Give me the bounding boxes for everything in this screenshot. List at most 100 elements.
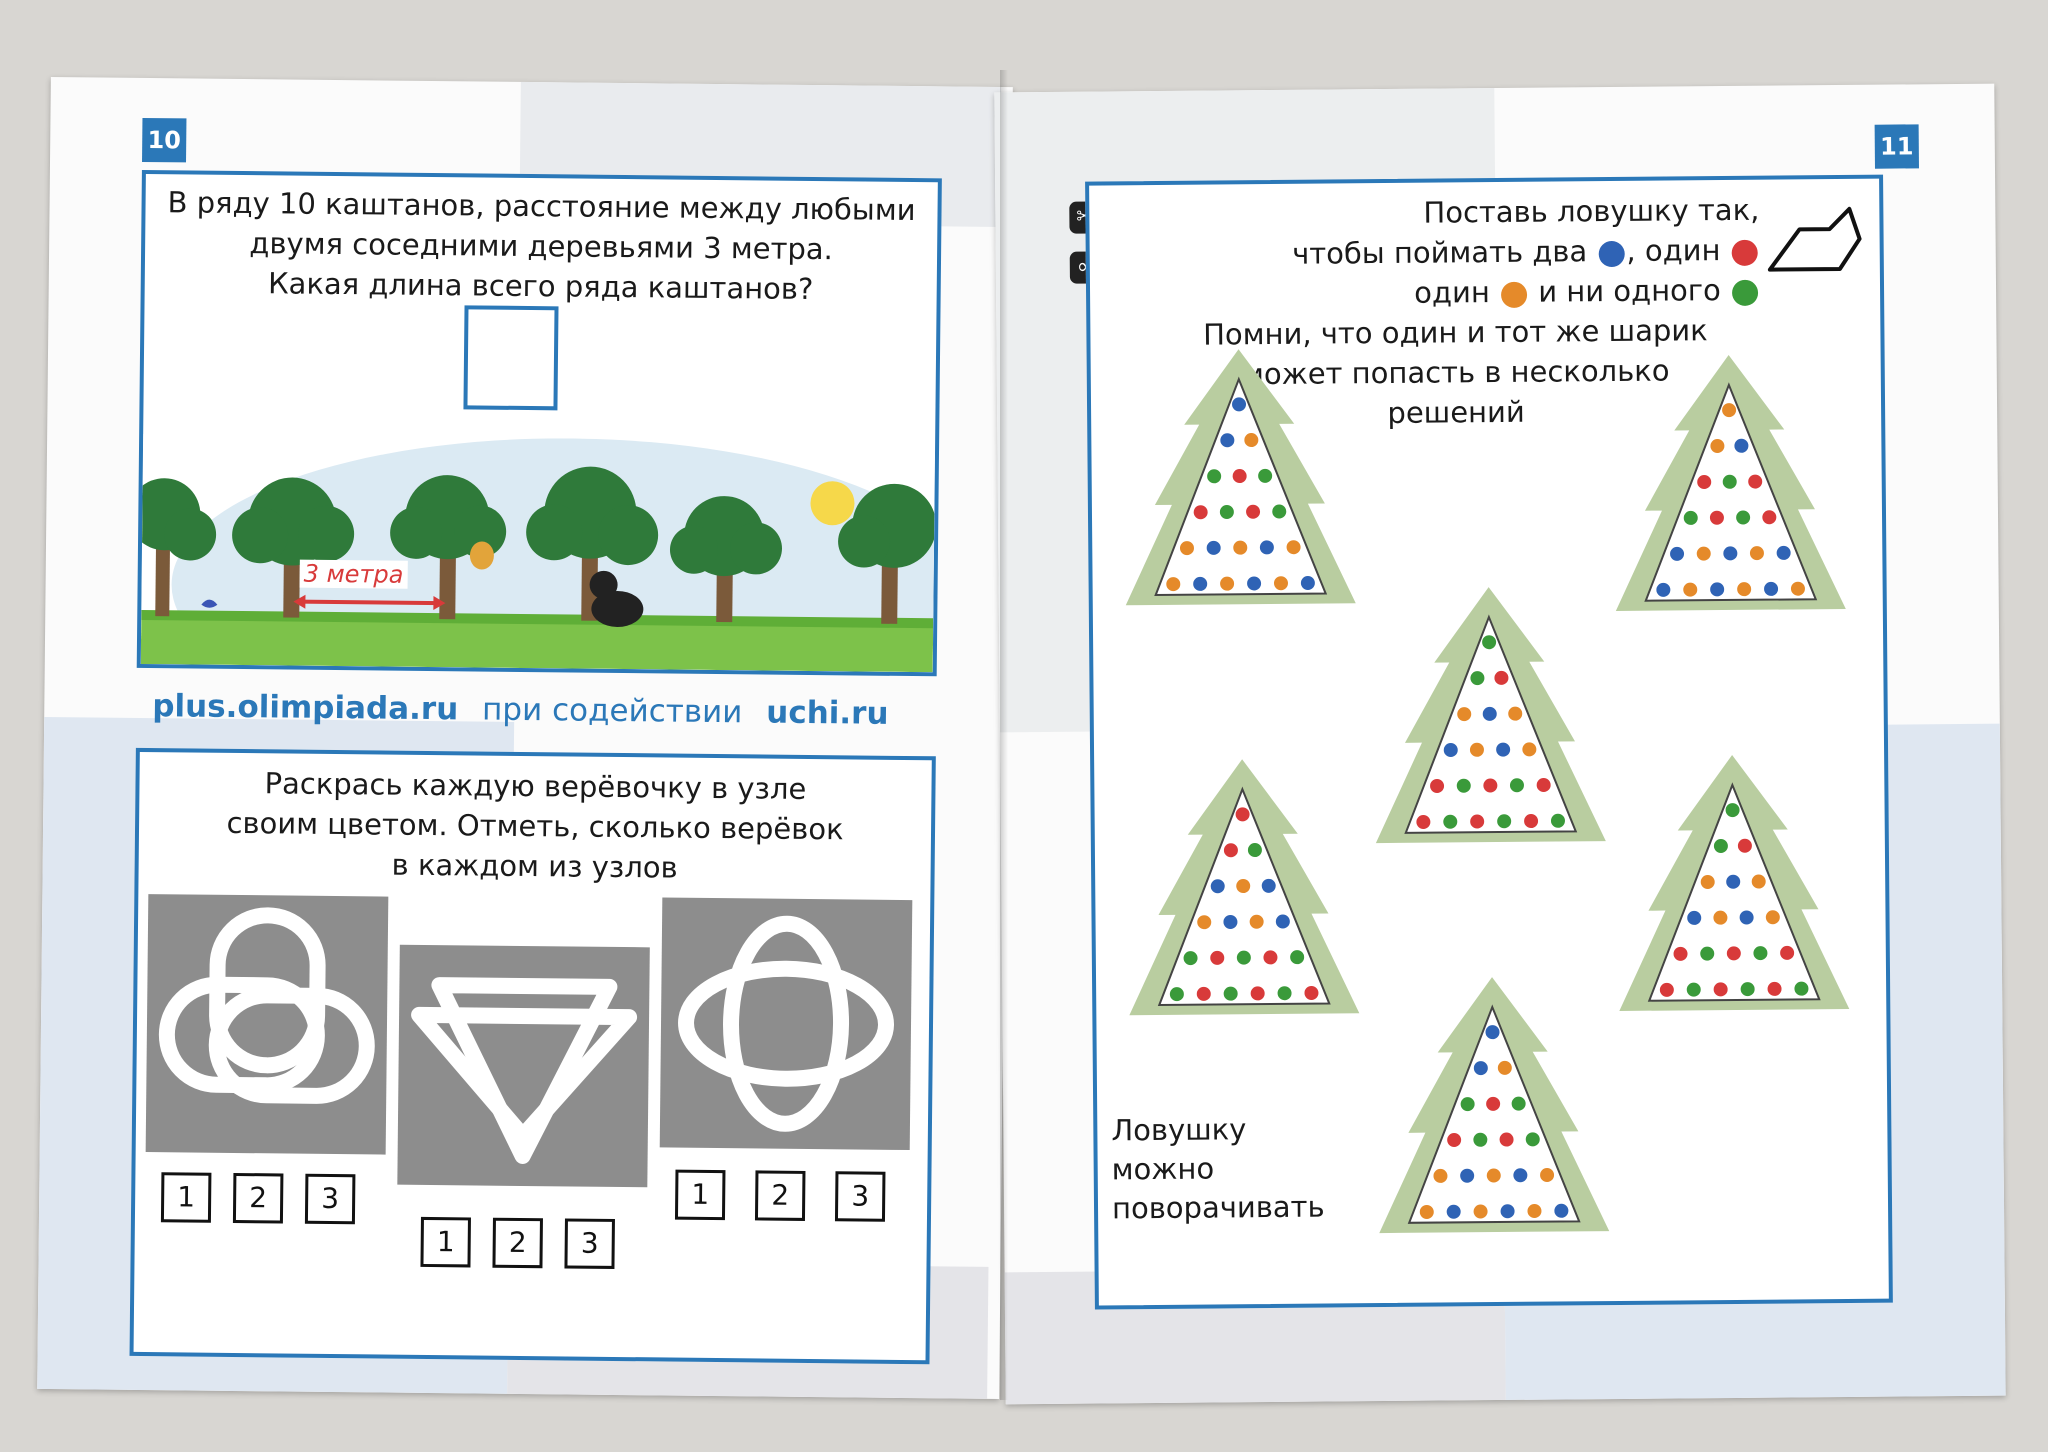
ornament-ball [1246,504,1261,519]
tree-layer [1089,179,1879,1234]
ornament-ball [1169,987,1184,1002]
instruction-fragment: и ни одного [1538,273,1721,309]
note-line: можно [1111,1151,1215,1187]
ornament-ball [1749,546,1764,561]
ornament-ball [1726,946,1741,961]
orange-ball-icon [1501,281,1528,308]
task1-frame: В ряду 10 каштанов, расстояние между люб… [136,169,942,677]
ornament-ball [1300,575,1315,590]
option-box[interactable]: 3 [834,1171,886,1222]
ornament-ball [1713,982,1728,997]
ornament-ball [1540,1168,1555,1183]
ornament-ball [1508,706,1523,721]
ornament-ball [1236,879,1251,894]
site-link-olimpiada[interactable]: plus.olimpiada.ru [152,688,459,728]
answer-box[interactable] [463,305,559,411]
ornament-ball [1726,874,1741,889]
forest-illustration [140,433,936,673]
instruction-fragment: чтобы поймать два [1291,234,1588,271]
option-box[interactable]: 1 [674,1169,726,1221]
ornament-ball [1710,582,1725,597]
ornament-ball [1748,474,1763,489]
ornament-ball [1273,576,1288,591]
option-box[interactable]: 2 [492,1217,543,1269]
ornament-ball [1659,982,1674,997]
ornament-ball [1233,540,1248,555]
ornament-ball [1753,946,1768,961]
ornament-ball [1416,814,1431,829]
right-page: 11 ✂ ∞ Поставь ловушку так, чтобы поймат… [994,83,2006,1405]
ornament-ball [1696,546,1711,561]
ornament-ball [1794,981,1809,996]
ornament-ball [1683,510,1698,525]
ornament-ball [1197,915,1212,930]
ornament-ball [1250,986,1265,1001]
forest-scene: 3 метра [140,433,936,673]
task1-line: Какая длина всего ряда каштанов? [267,266,814,306]
ornament-ball [1509,778,1524,793]
ornament-ball [1683,582,1698,597]
instruction-line: один и ни одного [1150,270,1760,315]
knot-tile-1 [145,894,389,1155]
ornament-ball [1700,946,1715,961]
option-box[interactable]: 2 [754,1170,806,1221]
knot-tile-2 [397,944,650,1188]
ornament-ball [1734,438,1749,453]
ornament-ball [1723,546,1738,561]
tree-illustration [1125,349,1356,606]
ornament-ball [1223,843,1238,858]
ornament-ball [1737,582,1752,597]
ornament-ball [1765,910,1780,925]
ornament-ball [1536,778,1551,793]
ornament-ball [1166,577,1181,592]
option-box[interactable]: 1 [420,1216,471,1268]
ornament-ball [1739,910,1754,925]
ornament-ball [1443,743,1458,758]
trap-shape-icon [1767,206,1862,272]
book-spine [1000,70,1008,1400]
instruction-line: Поставь ловушку так, [1423,192,1760,230]
ornament-ball [1220,433,1235,448]
tree-illustration [1129,759,1360,1016]
ornament-ball [1430,778,1445,793]
ornament-ball [1713,838,1728,853]
instruction-fragment: один [1414,275,1490,310]
ornament-ball [1776,545,1791,560]
ornament-ball [1483,778,1498,793]
ornament-ball [1725,803,1740,818]
ornament-ball [1740,982,1755,997]
christmas-tree [1119,343,1362,649]
task1-question: В ряду 10 каштанов, расстояние между люб… [145,182,938,310]
knot-illustration [158,907,375,1104]
credits-middle: при содействии [481,691,743,731]
tree-illustration [1379,977,1610,1234]
christmas-tree [1122,753,1365,1059]
ornament-ball [1247,843,1262,858]
rotation-note: Ловушку можно поворачивать [1111,1110,1325,1229]
ornament-ball [1485,1025,1500,1040]
instruction-line: чтобы поймать два , один [1150,230,1760,275]
task2-frame: Раскрась каждую верёвочку в узле своим ц… [129,747,936,1365]
task-frame: Поставь ловушку так, чтобы поймать два ,… [1085,174,1893,1310]
ornament-ball [1223,914,1238,929]
knot-tile-3 [659,897,913,1151]
note-line: поворачивать [1111,1189,1325,1226]
option-box[interactable]: 2 [232,1172,284,1224]
ornament-ball [1286,540,1301,555]
ornament-ball [1210,879,1225,894]
ornament-ball [1460,1097,1475,1112]
knot-illustration [411,977,638,1164]
option-box[interactable]: 3 [564,1218,615,1269]
ornament-ball [1656,582,1671,597]
ornament-ball [1780,945,1795,960]
ornament-ball [1713,910,1728,925]
option-box[interactable]: 1 [160,1172,212,1223]
ornament-ball [1232,469,1247,484]
christmas-tree [1609,349,1852,655]
site-link-uchi[interactable]: uchi.ru [766,694,889,732]
ornament-ball [1244,433,1259,448]
option-box[interactable]: 3 [304,1173,356,1225]
task2-question: Раскрась каждую верёвочку в узле своим ц… [138,762,931,890]
knot-illustration [678,915,895,1132]
ornament-ball [1764,581,1779,596]
